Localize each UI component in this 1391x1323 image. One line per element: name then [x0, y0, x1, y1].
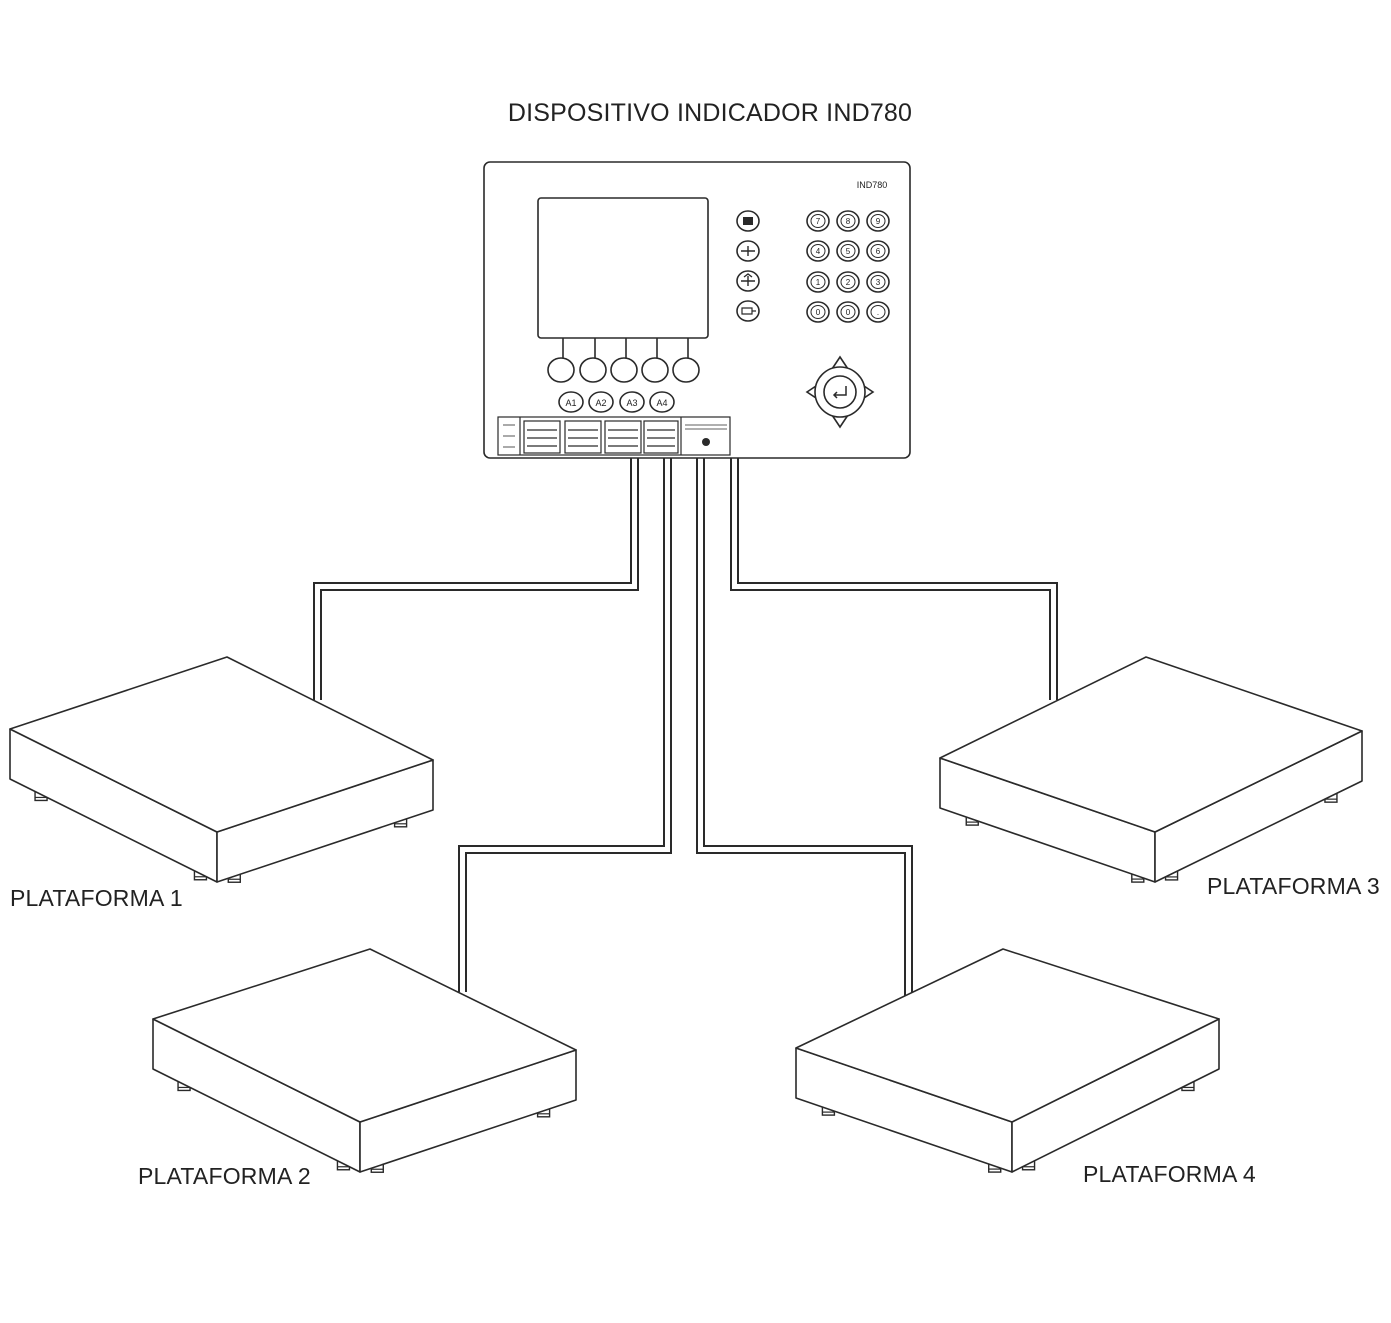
- keypad-key-label: 5: [846, 247, 851, 256]
- zero-key-icon: [741, 246, 755, 256]
- keypad-key: [866, 301, 890, 323]
- approval-mark-icon: [702, 438, 710, 446]
- platform-top-face: [9, 656, 434, 833]
- keypad-key-inner: [840, 305, 856, 319]
- cable-platform-3: [730, 458, 1058, 700]
- function-key: [736, 300, 760, 322]
- softkey: [641, 357, 669, 383]
- platform-3-label: PLATAFORMA 3: [1207, 873, 1380, 899]
- app-key: [619, 391, 645, 413]
- keypad-key-label: 3: [876, 278, 881, 287]
- keypad-key: [806, 271, 830, 293]
- platform-top-face: [795, 948, 1220, 1123]
- platform-top-face: [152, 948, 577, 1123]
- keypad-key-label: 6: [876, 247, 881, 256]
- app-key: [588, 391, 614, 413]
- scale-label-box: [564, 420, 602, 454]
- tare-key-icon: [741, 273, 755, 286]
- keypad-key-inner: [870, 244, 886, 258]
- navigation-pad: [805, 355, 875, 429]
- keypad-key: [836, 271, 860, 293]
- clear-key-icon: [741, 307, 756, 315]
- keypad-key-inner: [840, 214, 856, 228]
- scale-label-box: [604, 420, 642, 454]
- keypad-key-label: 2: [846, 278, 851, 287]
- platforms: [9, 656, 1363, 1173]
- platform-2: [152, 948, 577, 1173]
- cable-platform-1: [313, 458, 639, 700]
- indicator-screen: [537, 197, 709, 339]
- cable-platform-2: [458, 458, 672, 992]
- keypad-key-inner: [810, 275, 826, 289]
- application-keys: A1 A2 A3 A4: [558, 391, 675, 413]
- keypad-key-inner: [810, 244, 826, 258]
- app-key-label: A1: [565, 398, 576, 408]
- keypad-key-label: 0: [816, 308, 821, 317]
- platform-1-label: PLATAFORMA 1: [10, 885, 183, 911]
- app-key-label: A4: [656, 398, 667, 408]
- keypad-key-label: 1: [816, 278, 821, 287]
- keypad-key: [836, 301, 860, 323]
- keypad-key-label: 7: [816, 217, 821, 226]
- platform-top-face: [939, 656, 1363, 833]
- keypad-key: [866, 271, 890, 293]
- keypad-key-label: 0: [846, 308, 851, 317]
- keypad-key-label: .: [877, 308, 879, 317]
- app-key: [558, 391, 584, 413]
- enter-icon: [832, 386, 847, 399]
- platform-4: [795, 948, 1220, 1173]
- keypad-key-label: 8: [846, 217, 851, 226]
- keypad-key-inner: [840, 275, 856, 289]
- platform-4-label: PLATAFORMA 4: [1083, 1161, 1256, 1187]
- keypad-key-label: 9: [876, 217, 881, 226]
- scale-label-box: [523, 420, 561, 454]
- label-strip: [497, 416, 731, 456]
- keypad-key: [806, 210, 830, 232]
- keypad-key-label: 4: [816, 247, 821, 256]
- softkeys: [547, 338, 700, 383]
- app-key: [649, 391, 675, 413]
- keypad-key-inner: [870, 305, 886, 319]
- cables: [313, 458, 1058, 996]
- platform-3: [939, 656, 1363, 883]
- keypad-key: [866, 210, 890, 232]
- platform-1: [9, 656, 434, 883]
- function-keys: [736, 210, 760, 322]
- cable-platform-4: [696, 458, 913, 996]
- model-badge: IND780: [857, 180, 888, 190]
- scale-select-icon: [743, 217, 753, 225]
- keypad-key-inner: [810, 305, 826, 319]
- keypad-key: [836, 210, 860, 232]
- keypad-key: [836, 240, 860, 262]
- app-key-label: A2: [595, 398, 606, 408]
- keypad-key: [866, 240, 890, 262]
- diagram-title: DISPOSITIVO INDICADOR IND780: [507, 99, 913, 127]
- platform-2-label: PLATAFORMA 2: [138, 1163, 311, 1189]
- keypad-key: [806, 301, 830, 323]
- keypad-key: [806, 240, 830, 262]
- indicator-device: IND780 A1 A2 A3: [483, 161, 911, 459]
- enter-key: [823, 375, 857, 409]
- softkey: [672, 357, 700, 383]
- keypad-key-inner: [870, 275, 886, 289]
- scale-label-box: [643, 420, 679, 454]
- app-key-label: A3: [626, 398, 637, 408]
- softkey: [610, 357, 638, 383]
- keypad-key-inner: [870, 214, 886, 228]
- keypad-key-inner: [840, 244, 856, 258]
- keypad-key-inner: [810, 214, 826, 228]
- numeric-keypad: 7 8 9 4 5 6 1 2 3 0 0.: [806, 210, 890, 323]
- softkey: [579, 357, 607, 383]
- softkey: [547, 357, 575, 383]
